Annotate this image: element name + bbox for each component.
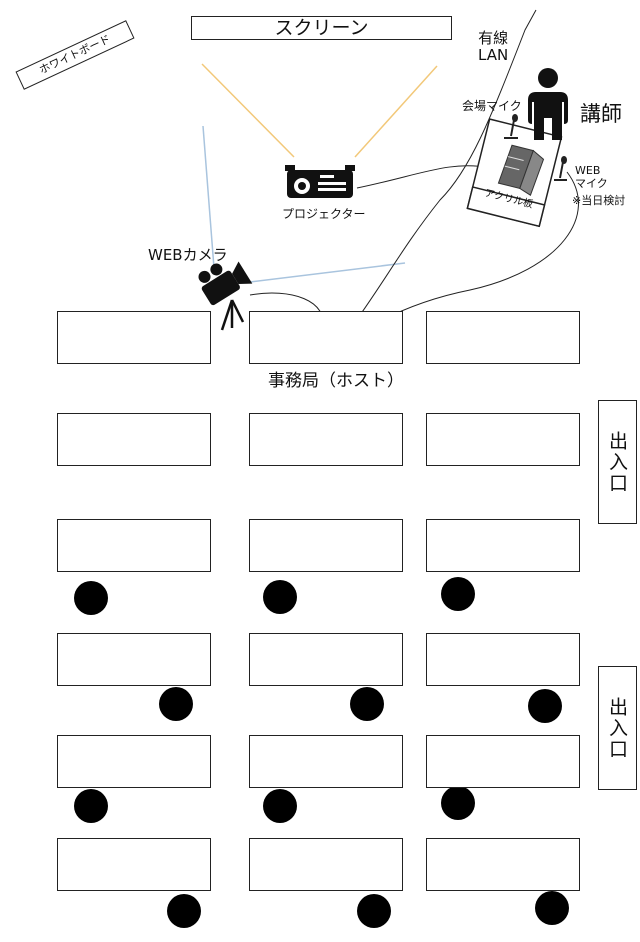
table [57,735,211,788]
table [249,519,403,572]
web-camera-label: WEBカメラ [148,246,228,264]
microphone-icon [504,114,518,139]
table [57,838,211,891]
camera-view-line-left [202,125,215,269]
seat [74,789,108,823]
table [249,413,403,466]
projector-cable [356,165,491,189]
seat [357,894,391,928]
person-icon [528,68,568,140]
projection-beam-right [354,65,438,158]
camera-view-line-right [249,262,406,283]
seat [535,891,569,925]
lectern-icon [466,118,563,228]
table [57,311,211,364]
projector-label: プロジェクター [282,207,366,221]
table [426,633,580,686]
entrance-upper: 出入口 [598,400,637,524]
table [426,519,580,572]
seat [74,581,108,615]
table [426,311,580,364]
wired-lan-cable [341,9,537,341]
seat [528,689,562,723]
entrance-upper-label: 出入口 [606,430,628,494]
wired-lan-label: 有線 LAN [478,29,509,65]
seat [263,580,297,614]
table [249,735,403,788]
screen: スクリーン [191,16,452,40]
table [426,735,580,788]
table [57,633,211,686]
host-label: 事務局（ホスト） [268,371,404,391]
web-camera-icon [198,261,253,331]
table [249,838,403,891]
table [57,413,211,466]
seat [263,789,297,823]
web-mic-label: WEB マイク [575,164,608,190]
table [249,311,403,364]
web-mic-note: ※当日検討 [572,194,626,207]
screen-label: スクリーン [274,17,369,39]
projector-icon [285,165,355,198]
table [249,633,403,686]
seat [441,786,475,820]
table [426,838,580,891]
microphone-icon [554,156,567,181]
projection-beam-left [201,63,295,158]
seat [167,894,201,928]
seat [441,577,475,611]
entrance-lower-label: 出入口 [606,696,628,760]
entrance-lower: 出入口 [598,666,637,790]
seat [350,687,384,721]
table [57,519,211,572]
seat [159,687,193,721]
venue-mic-label: 会場マイク [462,99,522,113]
lecturer-label: 講師 [580,102,622,126]
table [426,413,580,466]
